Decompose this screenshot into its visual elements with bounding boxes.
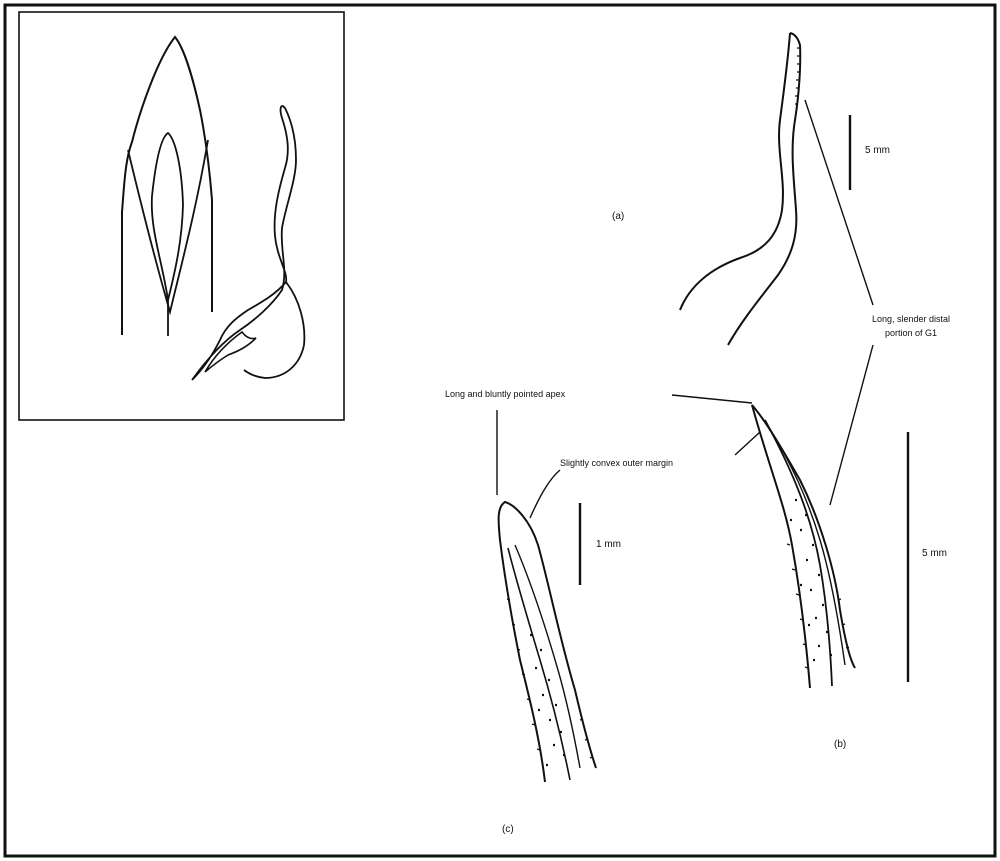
panel-a-g1-outer-edge (680, 33, 790, 310)
apex-callout-leader-b (672, 395, 752, 403)
panel-c-edge-spinules (507, 599, 593, 758)
panel-a-label: (a) (612, 211, 624, 222)
inset-gonopod-inner-curve (128, 140, 208, 312)
margin-callout-leader-b (735, 432, 760, 455)
panel-b-drawing: 5 mm (b) (752, 405, 947, 750)
panel-b-g1-outer-edge (752, 405, 855, 688)
panel-a-drawing: 5 mm (a) (612, 33, 890, 345)
panel-c-scale-label: 1 mm (596, 539, 621, 550)
margin-callout-text: Slightly convex outer margin (560, 458, 673, 468)
inset-gonopod-central-lobe (152, 133, 183, 336)
distal-callout-leader-top (805, 100, 873, 305)
panel-a-scale-label: 5 mm (865, 145, 890, 156)
panel-c-g1-outer-edge (499, 502, 596, 782)
panel-c-label: (c) (502, 824, 514, 835)
distal-callout: Long, slender distal portion of G1 (805, 100, 950, 505)
margin-callout-leader-c (530, 470, 560, 518)
outer-frame (5, 5, 995, 856)
panel-b-label: (b) (834, 739, 846, 750)
panel-a-g1-inner-edge (728, 33, 800, 345)
distal-callout-text-1: Long, slender distal (872, 314, 950, 324)
inset-g1-base (244, 282, 304, 378)
apex-callout: Long and bluntly pointed apex (445, 389, 752, 495)
panel-b-scale-label: 5 mm (922, 548, 947, 559)
margin-callout: Slightly convex outer margin (530, 432, 760, 518)
panel-c-setae-dots (530, 635, 565, 765)
panel-b-g1-inner-edge (765, 420, 832, 686)
panel-c-drawing: 1 mm (c) (499, 502, 621, 835)
inset-frame (19, 12, 344, 420)
distal-callout-leader-bottom (830, 345, 873, 505)
apex-callout-text: Long and bluntly pointed apex (445, 389, 566, 399)
panel-b-setae-dots (790, 500, 832, 660)
inset-panel (19, 12, 344, 420)
distal-callout-text-2: portion of G1 (885, 328, 937, 338)
panel-b-g1-midline (770, 430, 845, 665)
